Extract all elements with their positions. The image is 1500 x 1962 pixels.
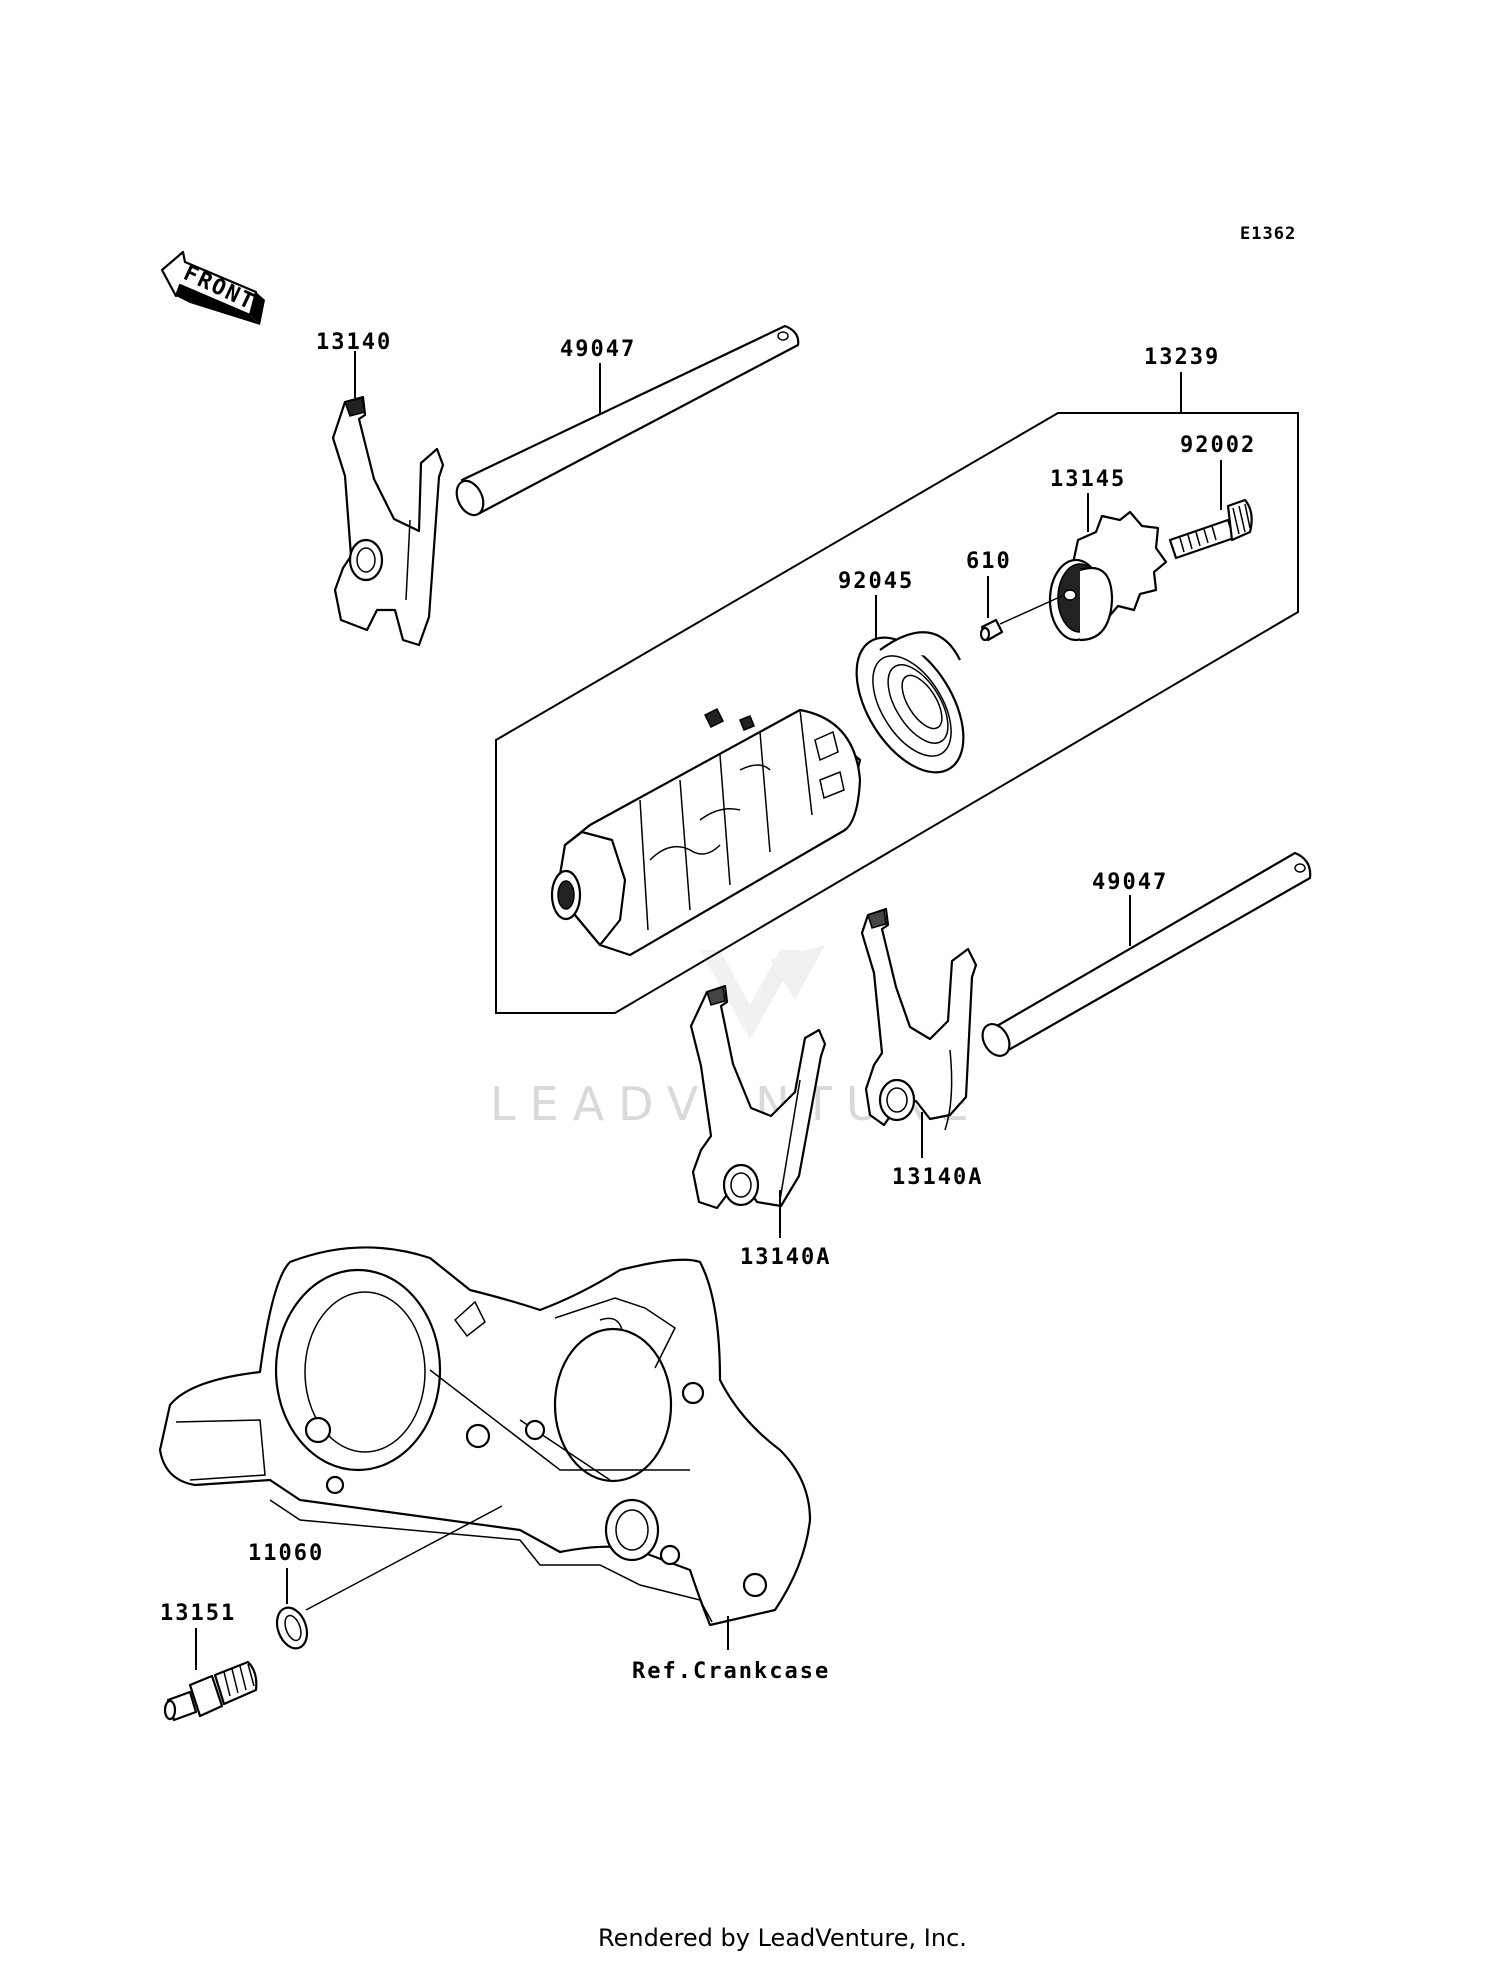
shift-rod-49047-bottom xyxy=(981,851,1312,1057)
shift-fork-13140a-right xyxy=(860,907,978,1131)
shift-fork-13140 xyxy=(331,395,445,647)
label-11060: 11060 xyxy=(248,1541,324,1566)
diagram-code: E1362 xyxy=(1240,224,1296,244)
footer-credit: Rendered by LeadVenture, Inc. xyxy=(598,1924,967,1952)
pin-610 xyxy=(979,618,1004,642)
label-610: 610 xyxy=(966,549,1012,574)
label-92045: 92045 xyxy=(838,569,914,594)
label-13140a-left: 13140A xyxy=(740,1245,831,1270)
label-13145: 13145 xyxy=(1050,467,1126,492)
label-92002: 92002 xyxy=(1180,433,1256,458)
label-13239: 13239 xyxy=(1144,345,1220,370)
label-49047-bottom: 49047 xyxy=(1092,870,1168,895)
assembly-outline-13239 xyxy=(495,412,1299,1014)
neutral-switch-13151 xyxy=(163,1660,258,1722)
front-arrow-icon: FRONT xyxy=(160,250,265,325)
crankcase-reference xyxy=(158,1246,812,1627)
bearing-92045 xyxy=(855,631,965,774)
label-ref-crankcase: Ref.Crankcase xyxy=(632,1659,830,1684)
label-13151: 13151 xyxy=(160,1601,236,1626)
label-13140a-right: 13140A xyxy=(892,1165,983,1190)
washer-11060 xyxy=(275,1606,309,1650)
shift-rod-49047-top xyxy=(455,324,800,517)
label-49047-top: 49047 xyxy=(560,337,636,362)
bolt-92002 xyxy=(1168,498,1253,560)
shift-drum xyxy=(550,707,862,957)
shift-cam-13145 xyxy=(1048,510,1168,642)
shift-fork-13140a-left xyxy=(689,984,827,1210)
label-13140: 13140 xyxy=(316,330,392,355)
